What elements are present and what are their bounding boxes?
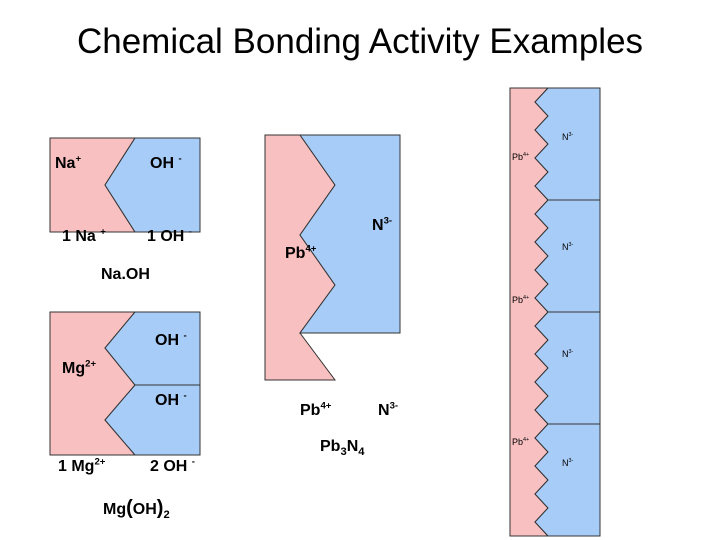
mgoh2-formula: Mg(OH)2 [103, 497, 170, 522]
pb-count-label: Pb4+ [300, 400, 332, 419]
oh-count-label-2: 2 OH - [150, 456, 195, 475]
page-title: Chemical Bonding Activity Examples [76, 22, 644, 61]
n-column-anion-1 [534, 87, 601, 201]
na-label: Na+ [55, 153, 82, 172]
pb-label: Pb4+ [285, 243, 317, 262]
mg-label: Mg2+ [62, 358, 97, 377]
n-column-anion-4 [534, 423, 601, 537]
column-n-label-4: N3- [562, 458, 574, 468]
column-pb-label-3: Pb4+ [512, 437, 530, 447]
n-anion-piece [299, 134, 401, 334]
na-count-label: 1 Na + [62, 226, 106, 245]
pb3n4-formula: Pb3N4 [320, 438, 365, 459]
n-column-anion-3 [534, 311, 601, 425]
oh-count-label: 1 OH - [147, 226, 192, 245]
column-n-label-1: N3- [562, 132, 574, 142]
column-n-label-2: N3- [562, 242, 574, 252]
naoh-formula: Na.OH [101, 266, 150, 283]
n-count-label: N3- [378, 400, 399, 419]
column-pb-label-2: Pb4+ [512, 295, 530, 305]
n-label: N3- [372, 215, 393, 234]
oh-anion-piece-2 [104, 384, 201, 456]
n-column-anion-2 [534, 199, 601, 313]
oh-label-2: OH - [155, 390, 187, 409]
oh-anion-piece [104, 137, 201, 233]
oh-label: OH - [150, 153, 182, 172]
mg-count-label: 1 Mg2+ [58, 456, 106, 475]
column-pb-label-1: Pb4+ [512, 152, 530, 162]
column-n-label-3: N3- [562, 349, 574, 359]
oh-label-1: OH - [155, 330, 187, 349]
